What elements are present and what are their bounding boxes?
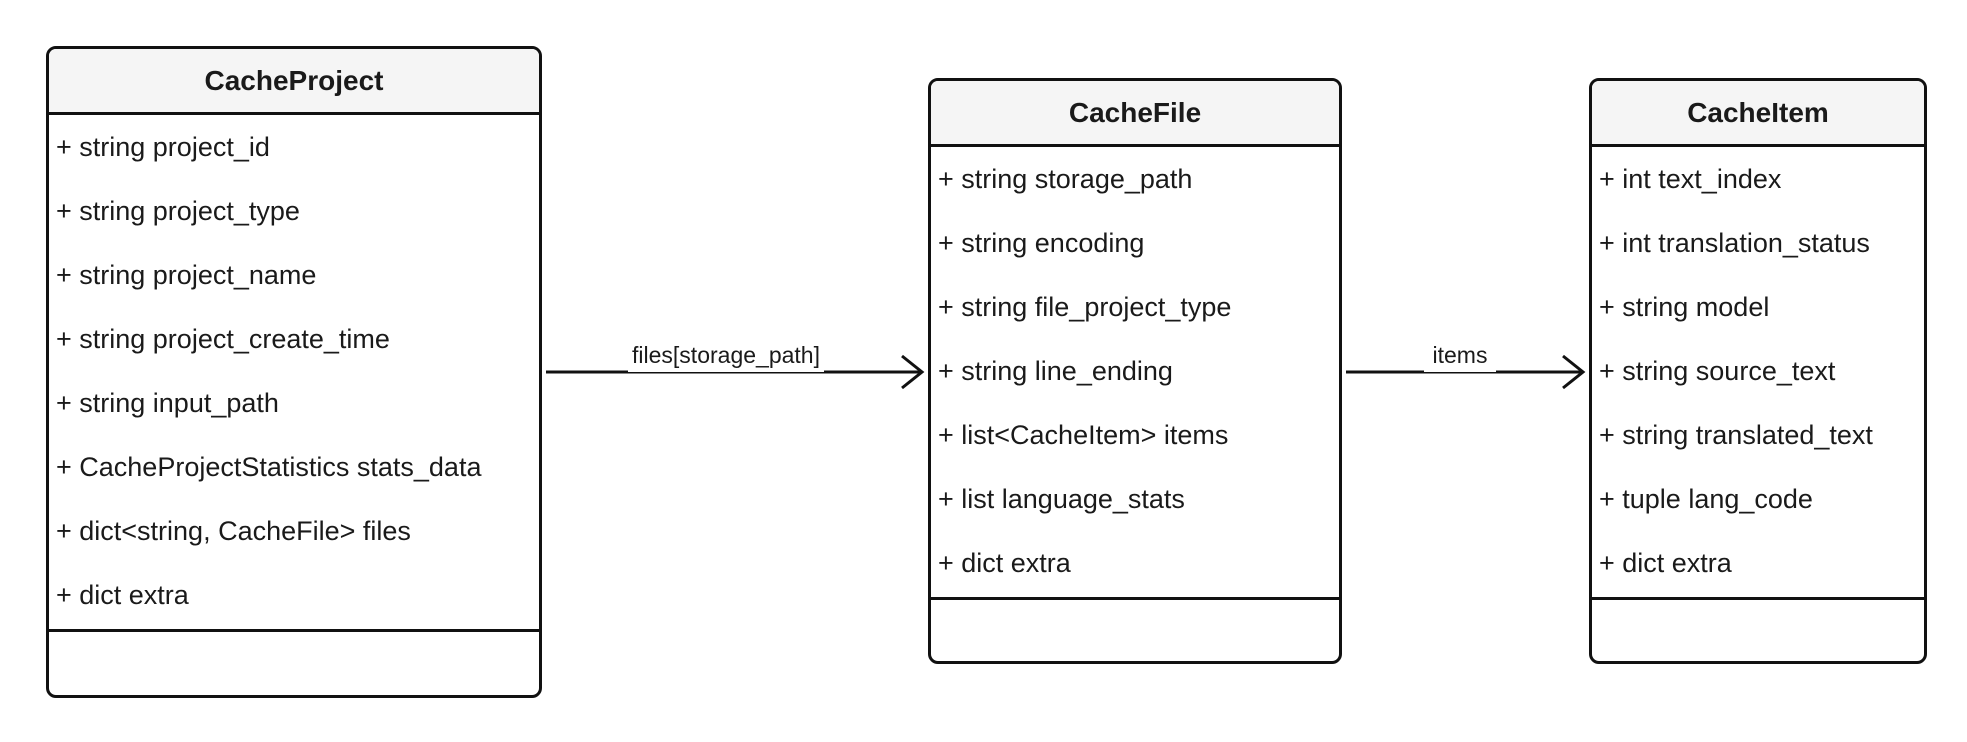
attribute: + string line_ending: [938, 355, 1173, 386]
attribute: + string model: [1599, 291, 1770, 322]
attribute: + string encoding: [938, 227, 1145, 258]
attribute-list-cacheproject: + string project_id + string project_typ…: [49, 115, 539, 632]
class-box-cacheitem: CacheItem + int text_index + int transla…: [1589, 78, 1927, 664]
attribute: + string project_name: [56, 259, 317, 290]
attribute: + string project_create_time: [56, 323, 390, 354]
attribute: + string project_id: [56, 131, 270, 162]
attribute: + string input_path: [56, 387, 279, 418]
relation-label-items: items: [1424, 338, 1496, 372]
attribute: + string project_type: [56, 195, 300, 226]
class-name-cacheitem: CacheItem: [1592, 81, 1924, 147]
attribute: + dict extra: [938, 547, 1071, 578]
relation-label-files: files[storage_path]: [628, 338, 824, 372]
class-name-cacheproject: CacheProject: [49, 49, 539, 115]
attribute: + CacheProjectStatistics stats_data: [56, 451, 482, 482]
method-section-cachefile: [931, 600, 1339, 660]
attribute: + dict extra: [1599, 547, 1732, 578]
attribute: + dict<string, CacheFile> files: [56, 515, 411, 546]
class-box-cacheproject: CacheProject + string project_id + strin…: [46, 46, 542, 698]
attribute: + int translation_status: [1599, 227, 1870, 258]
attribute: + string file_project_type: [938, 291, 1232, 322]
arrowhead-items-icon: [1562, 354, 1586, 390]
attribute: + int text_index: [1599, 163, 1782, 194]
class-name-cachefile: CacheFile: [931, 81, 1339, 147]
method-section-cacheproject: [49, 632, 539, 692]
method-section-cacheitem: [1592, 600, 1924, 660]
attribute: + tuple lang_code: [1599, 483, 1813, 514]
arrowhead-files-icon: [901, 354, 925, 390]
attribute: + list language_stats: [938, 483, 1185, 514]
attribute: + string storage_path: [938, 163, 1193, 194]
attribute: + string source_text: [1599, 355, 1836, 386]
class-box-cachefile: CacheFile + string storage_path + string…: [928, 78, 1342, 664]
attribute-list-cacheitem: + int text_index + int translation_statu…: [1592, 147, 1924, 600]
attribute: + string translated_text: [1599, 419, 1873, 450]
attribute: + list<CacheItem> items: [938, 419, 1229, 450]
attribute-list-cachefile: + string storage_path + string encoding …: [931, 147, 1339, 600]
attribute: + dict extra: [56, 579, 189, 610]
